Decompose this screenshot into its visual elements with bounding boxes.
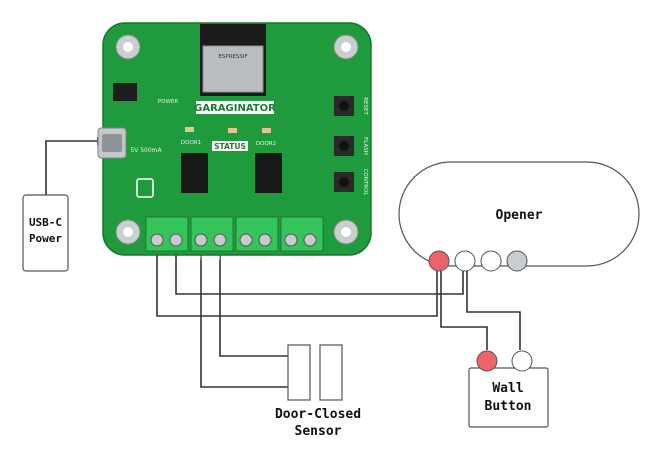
terminal-label-door1: DOOR1 bbox=[158, 256, 176, 262]
opener-terminal-white-2 bbox=[480, 250, 502, 272]
board-title: GARAGINATOR bbox=[194, 103, 276, 114]
power-label: Power bbox=[29, 232, 62, 245]
wire-opener-wallbutton-red bbox=[440, 262, 488, 350]
terminal-label-sensor2: SENSOR2 bbox=[290, 256, 314, 262]
opener-terminal-grey bbox=[506, 250, 528, 272]
opener-terminal-red bbox=[428, 250, 450, 272]
wall-label: Wall bbox=[492, 381, 523, 396]
regulator-chip bbox=[113, 83, 137, 101]
terminal-blocks bbox=[145, 216, 324, 252]
led-door2 bbox=[262, 128, 271, 133]
button-label: Button bbox=[485, 399, 532, 414]
power-led-label: POWER bbox=[158, 99, 179, 105]
wires bbox=[45, 137, 521, 388]
status-label: STATUS bbox=[214, 142, 246, 151]
esp-module: ESPRESSIF bbox=[200, 24, 266, 96]
terminal-label-door2: DOOR2 bbox=[248, 256, 266, 262]
wall-button-terminal-red bbox=[476, 350, 498, 372]
opener-terminal-white-1 bbox=[454, 250, 476, 272]
opener-label: Opener bbox=[496, 208, 543, 223]
usb-c-label: USB-C bbox=[29, 216, 62, 229]
rating-label: 5V 500mA bbox=[130, 147, 162, 154]
led-status bbox=[228, 128, 237, 133]
led-door1 bbox=[185, 127, 194, 132]
wire-door1-a-opener bbox=[156, 243, 438, 317]
wire-door1-b-opener bbox=[175, 243, 464, 295]
flash-label: FLASH bbox=[362, 137, 368, 155]
mounting-holes bbox=[115, 34, 359, 245]
usb-power-cable bbox=[45, 140, 98, 195]
relay-2 bbox=[255, 153, 282, 193]
wire-sensor1-b bbox=[219, 243, 290, 357]
wire-opener-wallbutton-white bbox=[466, 262, 521, 350]
wall-button: Wall Button bbox=[468, 350, 549, 428]
logo-icon bbox=[136, 178, 154, 198]
garaginator-board: ESPRESSIF GARAGINATOR POWER 5V 500mA DOO… bbox=[97, 22, 372, 262]
module-label: ESPRESSIF bbox=[218, 54, 247, 60]
wire-sensor1-a bbox=[200, 243, 290, 388]
door-closed-sensor: Door-Closed Sensor bbox=[275, 344, 361, 439]
reset-label: RESET bbox=[362, 97, 368, 115]
board-buttons bbox=[334, 96, 354, 192]
wall-button-terminal-white bbox=[511, 350, 533, 372]
terminal-label-sensor1: SENSOR1 bbox=[200, 256, 224, 262]
control-label: CONTROL bbox=[362, 169, 368, 197]
sensor-label-line2: Sensor bbox=[295, 424, 342, 439]
sensor-label-line1: Door-Closed bbox=[275, 407, 361, 422]
door2-led-label: DOOR2 bbox=[256, 141, 276, 147]
opener: Opener bbox=[398, 161, 640, 272]
usb-c-power-box: USB-C Power bbox=[22, 194, 69, 272]
door1-led-label: DOOR1 bbox=[181, 140, 201, 146]
relay-1 bbox=[181, 153, 208, 193]
